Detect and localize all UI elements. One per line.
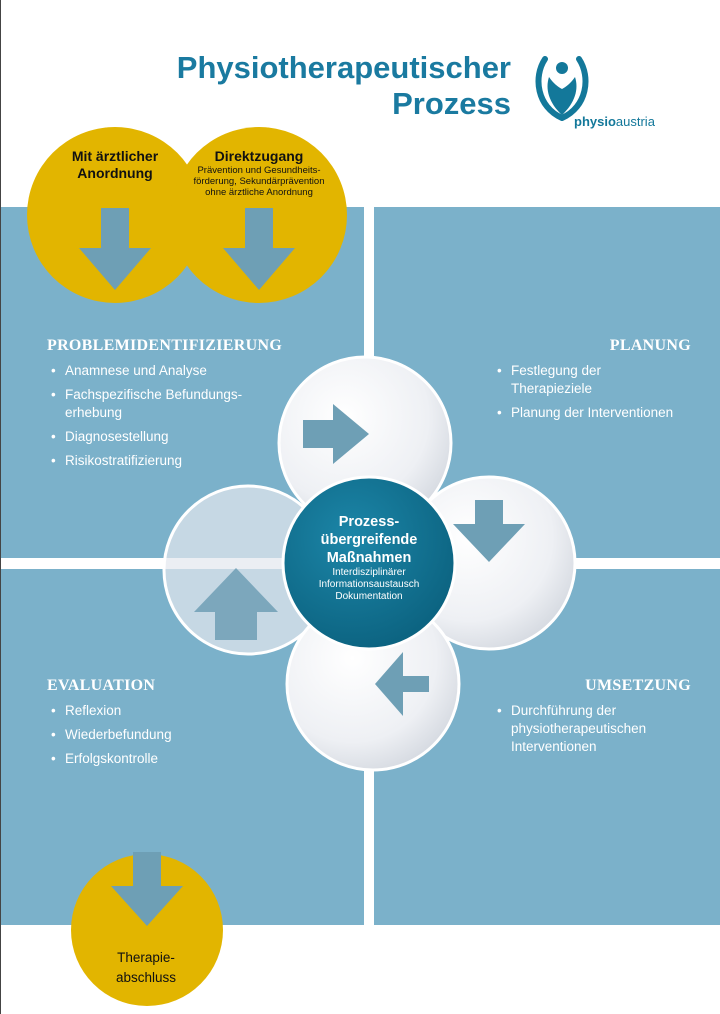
list-item-text: Reflexion: [65, 703, 122, 718]
list-item: Planung der Interventionen: [497, 404, 717, 422]
list-item-text: Anamnese und Analyse: [65, 363, 207, 378]
title-line-1: Physiotherapeutischer: [176, 50, 511, 85]
center-line: Interdisziplinärer: [332, 567, 406, 578]
list-item-text: Fachspezifische Befundungs- erhebung: [65, 387, 243, 420]
arrow-down-icon: [223, 208, 295, 290]
center-text: Prozess- übergreifende Maßnahmen Interdi…: [289, 513, 449, 603]
list-item-text: Durchführung der physiotherapeutischen I…: [511, 703, 647, 754]
list-evaluation: Reflexion Wiederbefundung Erfolgskontrol…: [51, 702, 251, 774]
entry-left-title-line-1: Mit ärztlicher: [71, 148, 159, 164]
list-item: Wiederbefundung: [51, 726, 251, 744]
arrow-left-icon: [375, 652, 429, 716]
center-line: Informationsaustausch: [318, 579, 420, 590]
heading-umsetzung: UMSETZUNG: [585, 677, 691, 694]
list-item: Fachspezifische Befundungs- erhebung: [51, 386, 291, 422]
list-item-text: Planung der Interventionen: [511, 405, 674, 420]
logo-regular: austria: [615, 114, 655, 129]
entry-right-title: Direktzugang: [214, 148, 304, 164]
arrow-down-icon: [79, 208, 151, 290]
list-item-text: Wiederbefundung: [65, 727, 172, 742]
center-line: Dokumentation: [335, 591, 403, 602]
arrow-right-icon: [303, 404, 369, 464]
entry-left-title-line-2: Anordnung: [77, 165, 153, 181]
list-item-text: Festlegung der Therapieziele: [511, 363, 602, 396]
list-problemidentifizierung: Anamnese und Analyse Fachspezifische Bef…: [51, 362, 291, 476]
entry-right-line: förderung, Sekundärprävention: [193, 176, 325, 187]
arrow-down-icon: [453, 500, 525, 562]
center-title-line: Prozess-: [338, 514, 400, 530]
entry-right-line: Prävention und Gesundheits-: [197, 165, 321, 176]
list-planung: Festlegung der Therapieziele Planung der…: [497, 362, 717, 428]
list-item: Anamnese und Analyse: [51, 362, 291, 380]
list-item: Risikostratifizierung: [51, 452, 291, 470]
heading-planung: PLANUNG: [609, 337, 691, 354]
list-umsetzung: Durchführung der physiotherapeutischen I…: [497, 702, 707, 762]
list-item-text: Erfolgskontrolle: [65, 751, 159, 766]
arrow-up-icon: [194, 568, 278, 640]
logo-wordmark: physioaustria: [574, 114, 655, 129]
entry-right-text: Direktzugang Prävention und Gesundheits-…: [179, 148, 339, 198]
center-circle: [281, 475, 457, 651]
exit-circle: [71, 854, 223, 1006]
physioaustria-figure-logo-icon: [535, 56, 589, 121]
list-item: Reflexion: [51, 702, 251, 720]
arrow-down-icon: [111, 852, 183, 926]
entry-right-line: ohne ärztliche Anordnung: [205, 187, 313, 198]
list-item-text: Diagnosestellung: [65, 429, 169, 444]
list-item: Festlegung der Therapieziele: [497, 362, 717, 398]
list-item: Erfolgskontrolle: [51, 750, 251, 768]
center-title-line: übergreifende: [320, 532, 418, 548]
list-item: Durchführung der physiotherapeutischen I…: [497, 702, 707, 756]
title-line-2: Prozess: [392, 86, 511, 121]
exit-line-1: Therapie-: [117, 950, 175, 965]
exit-text: Therapie- abschluss: [71, 948, 221, 988]
exit-line-2: abschluss: [115, 970, 177, 985]
heading-evaluation: EVALUATION: [47, 677, 156, 694]
entry-left-text: Mit ärztlicher Anordnung: [45, 148, 185, 182]
heading-problemidentifizierung: PROBLEMIDENTIFIZIERUNG: [47, 337, 283, 354]
logo-bold: physio: [574, 114, 616, 129]
list-item-text: Risikostratifizierung: [65, 453, 183, 468]
page-title: Physiotherapeutischer Prozess: [121, 50, 511, 122]
list-item: Diagnosestellung: [51, 428, 291, 446]
center-title-line: Maßnahmen: [326, 550, 412, 566]
